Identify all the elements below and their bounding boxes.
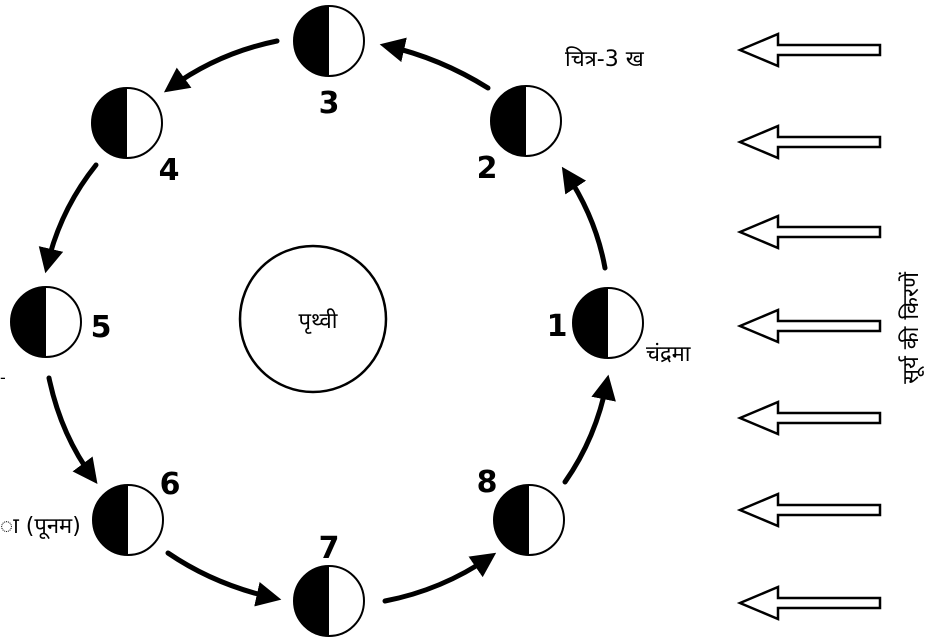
orbit-arrow-1-2: [566, 173, 605, 268]
moon-2: [491, 86, 561, 156]
moon-6: [93, 485, 163, 555]
moon-number-4: 4: [159, 153, 180, 188]
moon-8: [494, 485, 564, 555]
sun-ray-arrows: [740, 34, 880, 619]
moon-number-3: 3: [319, 86, 340, 121]
moon-3: [294, 6, 364, 76]
sun-ray-arrow-7: [740, 587, 880, 619]
sun-ray-arrow-2: [740, 126, 880, 158]
moon-number-7: 7: [319, 531, 340, 566]
sun-rays-label: सूर्य की किरणें: [898, 271, 925, 384]
orbit-arrow-2-3: [387, 46, 488, 88]
orbit-arrow-3-4: [170, 41, 277, 88]
figure-label: चित्र-3 ख: [565, 46, 645, 72]
moon-label: चंद्रमा: [646, 342, 691, 367]
orbit-arrow-4-5: [47, 165, 96, 266]
stray-tick-mark: -: [0, 368, 6, 387]
moon-4: [92, 88, 162, 158]
full-moon-partial-label: ा (पूनम): [0, 514, 81, 540]
moon-number-5: 5: [91, 310, 112, 345]
orbit-arrow-6-7: [168, 553, 274, 598]
sun-ray-arrow-5: [740, 402, 880, 434]
moon-number-6: 6: [160, 467, 181, 502]
moon-5: [11, 287, 81, 357]
sun-ray-arrow-4: [740, 310, 880, 342]
sun-ray-arrow-1: [740, 34, 880, 66]
earth-label: पृथ्वी: [299, 308, 338, 334]
orbit-arrow-8-1: [565, 382, 607, 482]
moon-1: [573, 288, 643, 358]
moon-7: [294, 566, 364, 636]
orbit-arrow-5-6: [49, 378, 93, 478]
sun-ray-arrow-3: [740, 216, 880, 248]
moon-number-8: 8: [477, 465, 498, 500]
sun-ray-arrow-6: [740, 494, 880, 526]
moon-number-2: 2: [477, 151, 498, 186]
moon-number-1: 1: [547, 309, 568, 344]
orbit-arrow-7-8: [385, 557, 490, 601]
